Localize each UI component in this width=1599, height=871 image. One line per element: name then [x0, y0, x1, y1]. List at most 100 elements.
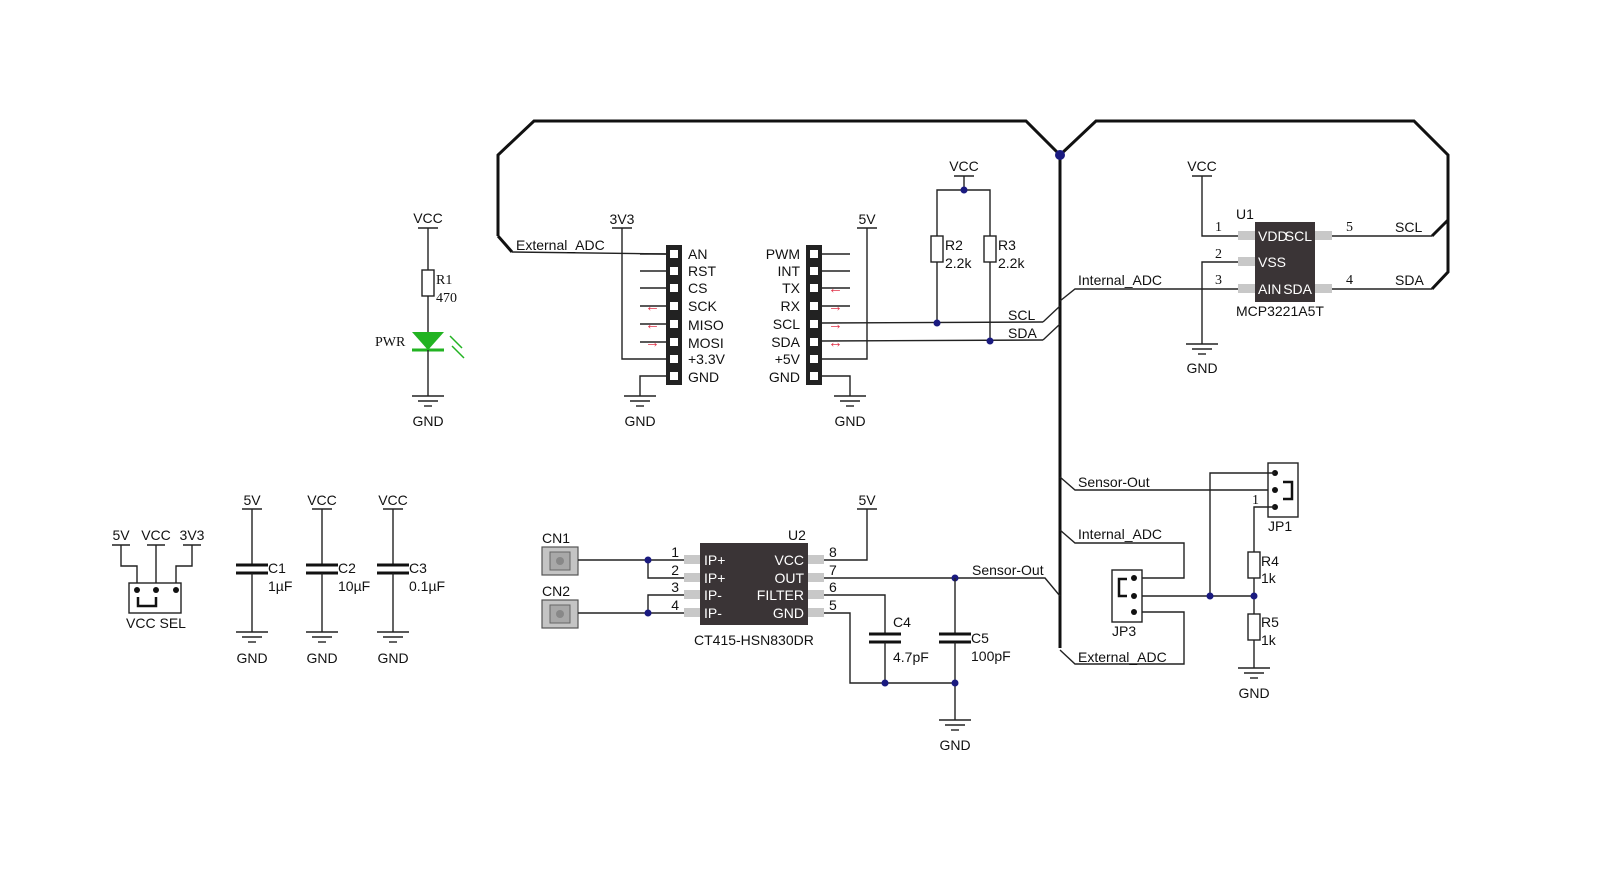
vcc-sel-5v: 5V	[112, 527, 130, 543]
bus-entry-external-adc	[496, 235, 514, 253]
wire-jp1-pin1	[1253, 506, 1275, 552]
wire-5v	[822, 228, 868, 360]
c1-value: 1µF	[268, 578, 292, 594]
r1-value: 470	[436, 291, 457, 306]
c3-ref: C3	[409, 560, 427, 576]
r5-ref: R5	[1261, 614, 1279, 630]
c4-ref: C4	[893, 614, 911, 630]
u2-pin-num: 8	[829, 544, 837, 560]
pin-an: AN	[688, 246, 707, 262]
gnd-label: GND	[236, 650, 267, 666]
u2-pin-vcc: VCC	[774, 552, 804, 568]
connector-cn1: CN1	[541, 530, 579, 576]
u2-pin-gnd: GND	[773, 605, 804, 621]
arrow-right-icon: →	[828, 316, 843, 333]
c3-value: 0.1µF	[409, 578, 445, 594]
pin-3v3: +3.3V	[688, 351, 726, 367]
u1-pin-ain: AIN	[1258, 281, 1281, 297]
cap-c2-group: VCC C2 10µF GND	[306, 492, 370, 666]
junction	[644, 609, 652, 617]
junction	[1206, 592, 1214, 600]
led-light-arrow	[449, 335, 463, 349]
wire-external-adc-jp3	[1059, 611, 1185, 665]
jp3-ref: JP3	[1112, 623, 1136, 639]
u2-pin-ip-plus: IP+	[704, 570, 725, 586]
arrow-left-icon: ←	[645, 298, 660, 315]
vcc-sel-jumper: 5V VCC 3V3 VCC SEL	[112, 527, 205, 631]
vcc-sel-vcc: VCC	[141, 527, 171, 543]
jumper-jp1: JP1 1	[1252, 462, 1299, 534]
c5-value: 100pF	[971, 648, 1011, 664]
pin-tx: TX	[782, 280, 801, 296]
vcc-sel-label: VCC SEL	[126, 615, 186, 631]
v5-label: 5V	[858, 211, 876, 227]
bus-junction	[1055, 150, 1065, 160]
junction	[951, 679, 959, 687]
u2-ref: U2	[788, 527, 806, 543]
net-sda: SDA	[1008, 325, 1037, 341]
ground-icon	[939, 719, 971, 731]
bus-entry-scl	[1042, 305, 1061, 323]
wire-sda	[821, 339, 1044, 342]
u1-pin-num: 1	[1215, 220, 1222, 235]
v3v3-label: 3V3	[610, 211, 635, 227]
vcc-label: VCC	[413, 210, 443, 226]
r3-value: 2.2k	[998, 255, 1025, 271]
u1-pin-vss: VSS	[1258, 254, 1286, 270]
r5-value: 1k	[1261, 632, 1277, 648]
c2-ref: C2	[338, 560, 356, 576]
u2-body	[700, 543, 808, 625]
wire-sensor-out-u2	[821, 577, 1061, 597]
c5-ref: C5	[971, 630, 989, 646]
header-left-body	[666, 245, 682, 385]
arrow-right-icon: →	[645, 334, 660, 351]
v5-label: 5V	[858, 492, 876, 508]
wire-sensor-out-jp1	[1059, 476, 1270, 491]
r4-ref: R4	[1261, 553, 1279, 569]
vcc-sel-3v3: 3V3	[180, 527, 205, 543]
c1-ref: C1	[268, 560, 286, 576]
u1-pin-num: 5	[1346, 220, 1353, 235]
jp1-ref: JP1	[1268, 518, 1292, 534]
junction	[644, 556, 652, 564]
pin-5v: +5V	[775, 351, 801, 367]
u2-pin-ip-minus: IP-	[704, 587, 722, 603]
ground-icon	[624, 395, 656, 407]
u1-ref: U1	[1236, 206, 1254, 222]
gnd-label: GND	[834, 413, 865, 429]
arrow-right-icon: →	[828, 298, 843, 315]
bus-outline-left	[496, 119, 1062, 236]
wire-u2-vcc	[824, 509, 868, 561]
u2-pin-num: 5	[829, 597, 837, 613]
pin-sck: SCK	[688, 298, 717, 314]
gnd-label: GND	[1186, 360, 1217, 376]
ground-icon	[834, 395, 866, 407]
cn1-ref: CN1	[542, 530, 570, 546]
led-light-arrow	[451, 345, 465, 359]
bus-outline-right	[1058, 119, 1450, 291]
resistor-r5	[1247, 613, 1261, 641]
u1-pin-sda: SDA	[1283, 281, 1312, 297]
c3-rail: VCC	[378, 492, 408, 508]
u1-pin-vdd: VDD	[1258, 228, 1288, 244]
vcc-label: VCC	[949, 158, 979, 174]
u2-pin-ip-minus: IP-	[704, 605, 722, 621]
gnd-label: GND	[306, 650, 337, 666]
wire-internal-adc-jp3	[1059, 529, 1185, 579]
c4-value: 4.7pF	[893, 649, 929, 665]
cap-c1-group: 5V C1 1µF GND	[236, 492, 292, 666]
gnd-label: GND	[939, 737, 970, 753]
u2-current-sensor: U2 IP+ IP+ IP- IP- VCC OUT FILTER GND 1 …	[671, 527, 837, 648]
u2-part: CT415-HSN830DR	[694, 632, 814, 648]
net-external-adc: External_ADC	[516, 237, 605, 253]
pin-sda: SDA	[771, 334, 800, 350]
resistor-r2	[930, 235, 944, 263]
connector-cn2: CN2	[541, 583, 579, 629]
jumper-jp3: JP3	[1111, 569, 1143, 639]
wire-u2-gnd	[824, 612, 955, 684]
net-sda: SDA	[1395, 272, 1424, 288]
ground-icon	[412, 395, 444, 407]
r2-ref: R2	[945, 237, 963, 253]
wire-filter	[824, 594, 886, 634]
